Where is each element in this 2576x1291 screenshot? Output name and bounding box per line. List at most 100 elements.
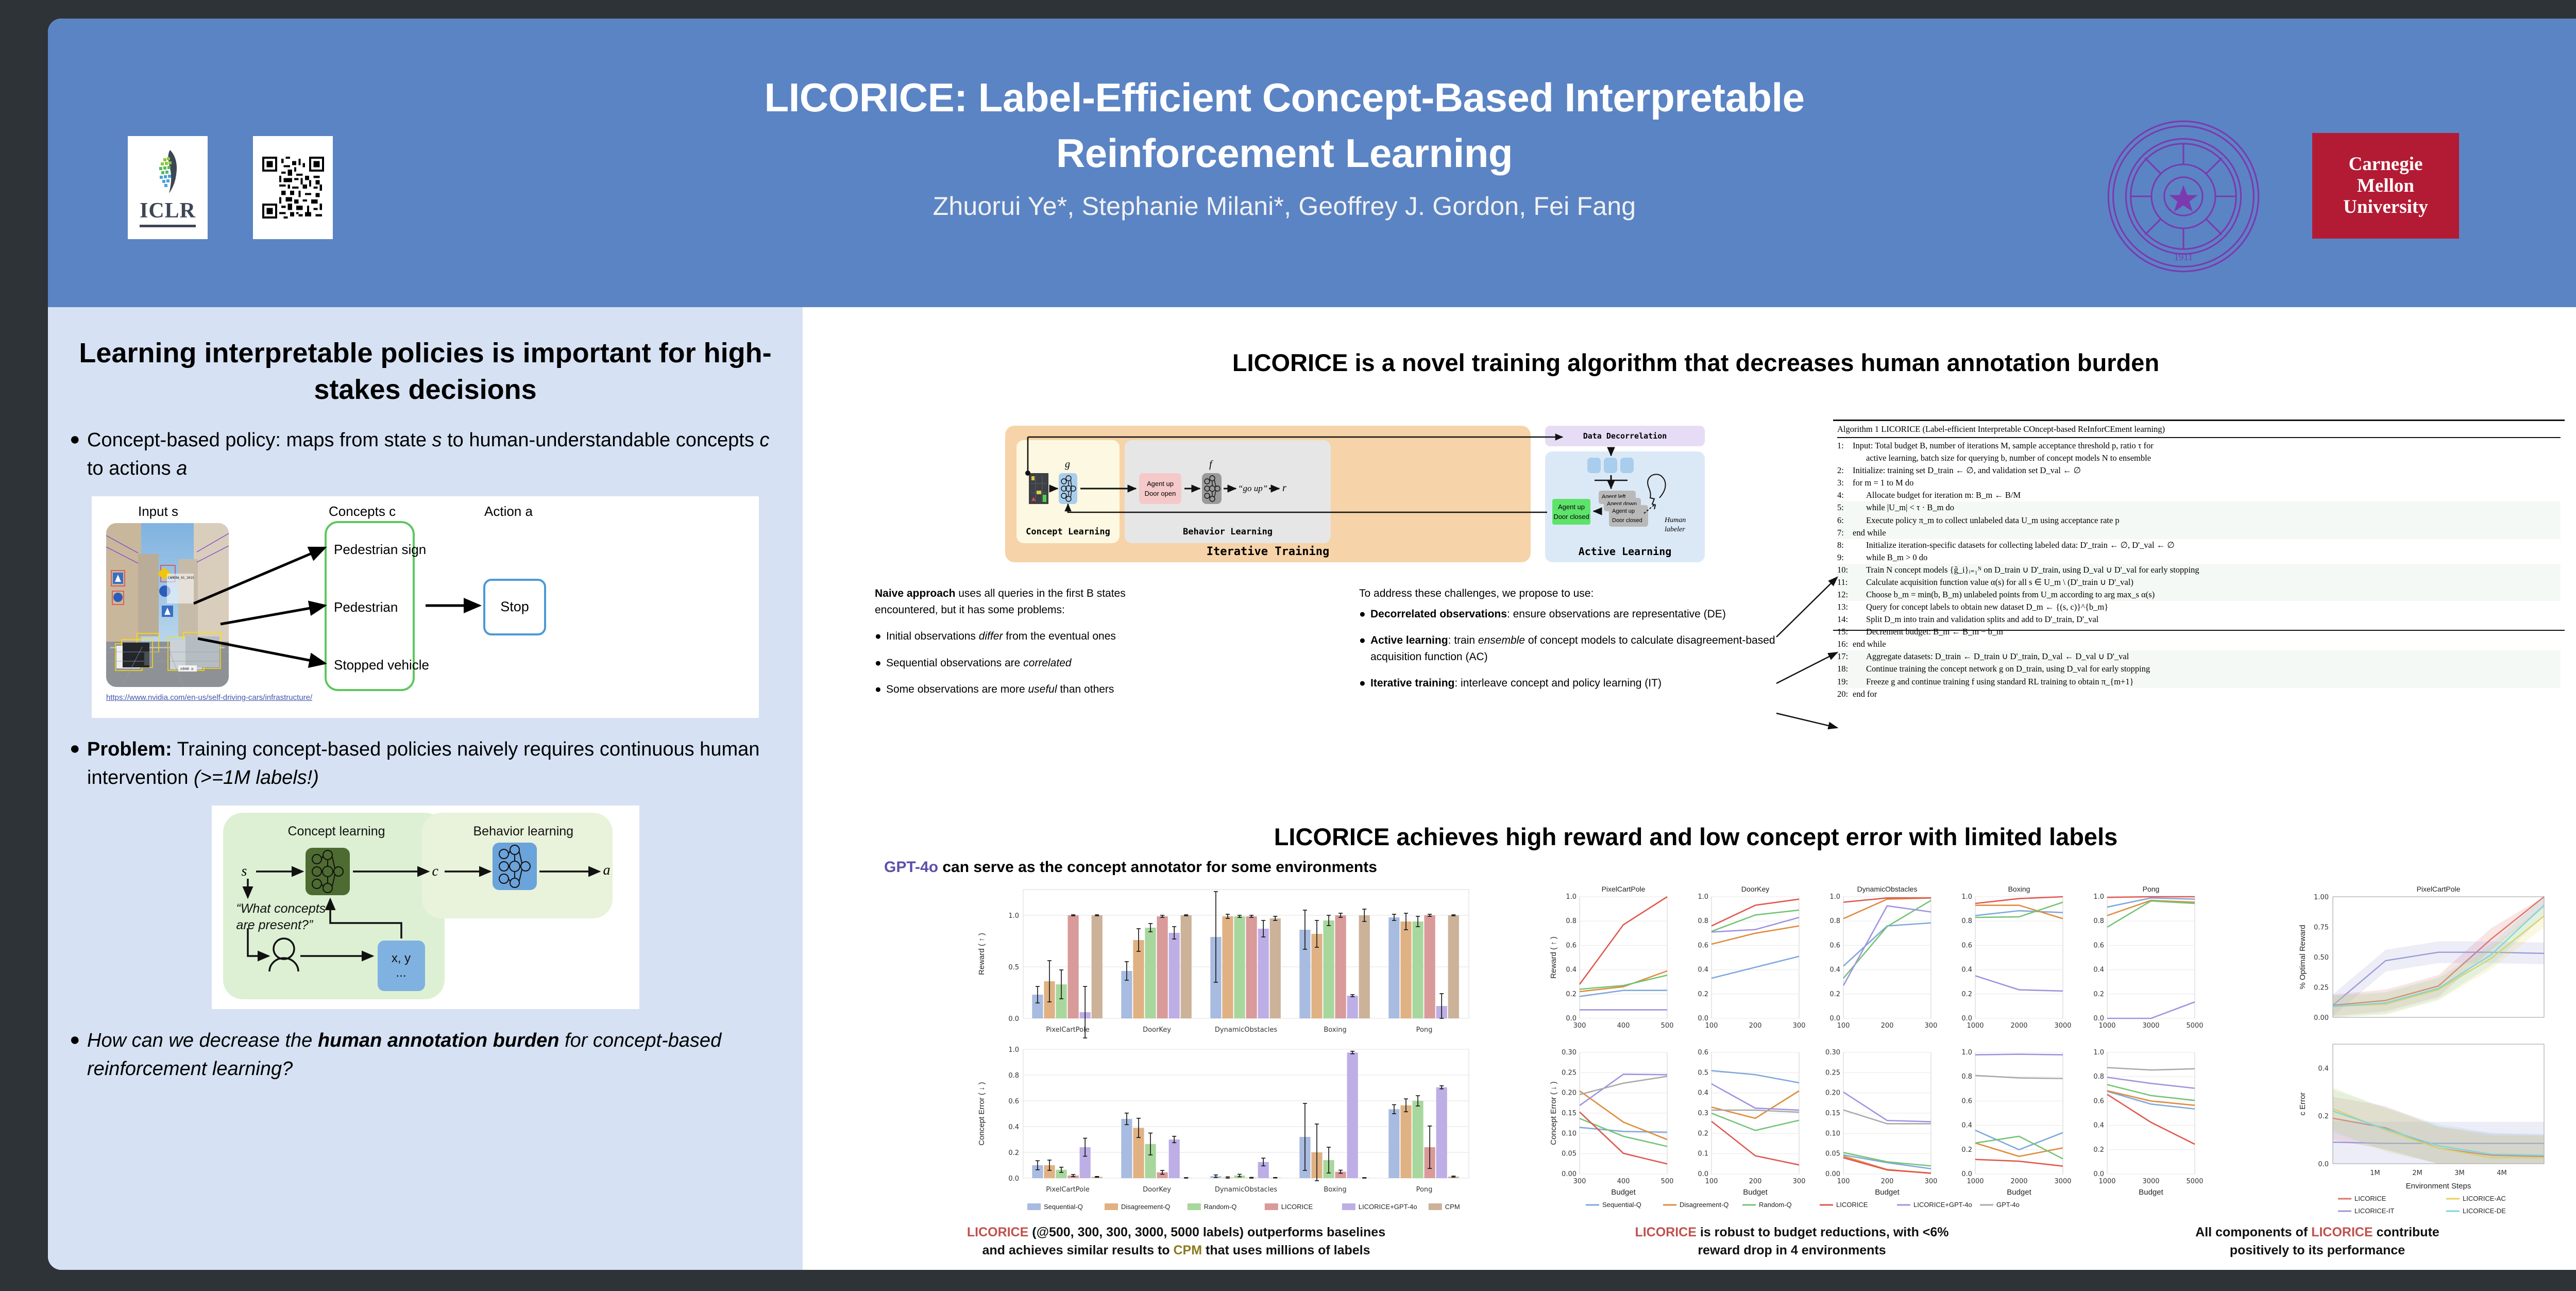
line-series	[1975, 1129, 2063, 1151]
concept-output-card: Agent up Door open	[1139, 473, 1181, 504]
bar	[1121, 971, 1132, 1018]
svg-text:1.0: 1.0	[2093, 893, 2104, 901]
svg-text:5000: 5000	[2186, 1022, 2203, 1030]
svg-text:Budget: Budget	[1743, 1188, 1768, 1197]
bullet-dot: ●	[70, 738, 80, 758]
svg-text:300: 300	[1925, 1022, 1938, 1030]
section2-title: LICORICE achieves high reward and low co…	[1274, 823, 2118, 850]
algorithm-line: 19:Freeze g and continue training f usin…	[1837, 675, 2561, 688]
svg-text:Disagreement-Q: Disagreement-Q	[1680, 1201, 1728, 1209]
svg-text:0.8: 0.8	[1961, 917, 1972, 925]
fig2-question-line1: “What concepts	[236, 901, 326, 916]
svg-text:0.2: 0.2	[2093, 1146, 2104, 1154]
concept-network-icon	[305, 847, 350, 895]
svg-text:0.0: 0.0	[2093, 1170, 2104, 1178]
svg-text:0.10: 0.10	[1562, 1130, 1577, 1137]
line-series	[2332, 1110, 2545, 1156]
line-series	[1711, 1120, 1800, 1166]
line-series	[1843, 899, 1931, 979]
algorithm-line: 4:Allocate budget for iteration m: B_m ←…	[1837, 490, 2021, 500]
svg-text:0.05: 0.05	[1825, 1150, 1840, 1158]
svg-text:2M: 2M	[2412, 1169, 2422, 1177]
bullet-problem: ● Problem: Training concept-based polici…	[70, 735, 781, 792]
proposed-solution-block: To address these challenges, we propose …	[1359, 585, 1792, 692]
line-series	[1711, 1109, 1800, 1113]
propose-item-2: ●Iterative training: interleave concept …	[1359, 677, 1662, 689]
svg-text:1.0: 1.0	[1008, 1046, 1019, 1054]
algorithm-header: Algorithm 1 LICORICE (Label-efficient In…	[1837, 423, 2561, 439]
human-labeler-line2: labeler	[1665, 526, 1685, 533]
bar	[1032, 995, 1043, 1018]
svg-text:LICORICE-DE: LICORICE-DE	[2463, 1207, 2506, 1215]
svg-text:0.25: 0.25	[1825, 1069, 1840, 1077]
line-series	[2107, 1067, 2195, 1071]
algorithm-line: 16:end while	[1837, 639, 1886, 649]
active-learning-caption: Active Learning	[1578, 545, 1672, 558]
line-series	[1843, 897, 1931, 903]
figure-source-link[interactable]: https://www.nvidia.com/en-us/self-drivin…	[106, 693, 313, 702]
propose-item-1: ●Active learning: train ensemble of conc…	[1359, 634, 1775, 663]
main-column: LICORICE is a novel training algorithm t…	[803, 307, 2576, 1270]
line-series	[1843, 1152, 1931, 1167]
fig2-arrows	[242, 866, 601, 971]
labels-xy: x, y	[391, 951, 411, 965]
svg-text:1.0: 1.0	[2093, 1049, 2104, 1057]
line-series	[1975, 896, 2063, 904]
algorithm-line: active learning, batch size for querying…	[1866, 453, 2151, 463]
svg-text:LICORICE-IT: LICORICE-IT	[2354, 1207, 2394, 1215]
algorithm-line: 3:for m = 1 to M do	[1837, 478, 1914, 488]
svg-text:0.4: 0.4	[2318, 1065, 2329, 1072]
svg-text:0.20: 0.20	[1825, 1089, 1840, 1097]
cmu-line3: University	[2343, 196, 2428, 218]
svg-text:LICORICE-AC: LICORICE-AC	[2463, 1195, 2506, 1202]
naive-approach-block: Naive approach uses all queries in the f…	[875, 585, 1184, 698]
svg-text:0.4: 0.4	[1961, 966, 1972, 974]
concept-agent-up: Agent up	[1146, 479, 1174, 488]
line-series	[1711, 1083, 1800, 1111]
caption-3-line2: positively to its performance	[2229, 1243, 2405, 1258]
line-series	[1843, 1157, 1931, 1174]
svg-text:1.0: 1.0	[1566, 893, 1577, 901]
line-series	[2107, 900, 2195, 928]
fig2-concept-symbol: c	[432, 863, 438, 879]
algorithm-box: Algorithm 1 LICORICE (Label-efficient In…	[1833, 420, 2565, 699]
bar	[1412, 921, 1423, 1018]
svg-text:0.5: 0.5	[1698, 1069, 1708, 1077]
algorithm-lines: 1:Input: Total budget B, number of itera…	[1837, 440, 2561, 700]
svg-text:LICORICE+GPT-4o: LICORICE+GPT-4o	[1359, 1203, 1417, 1211]
fig1-input-label: Input s	[138, 503, 179, 519]
svg-text:0.4: 0.4	[1829, 966, 1840, 974]
svg-text:DynamicObstacles: DynamicObstacles	[1215, 1026, 1277, 1034]
neural-net-glyph-icon	[311, 849, 344, 893]
svg-text:0.4: 0.4	[2093, 966, 2104, 974]
svg-text:% Optimal Reward: % Optimal Reward	[2298, 925, 2307, 989]
qr-code[interactable]	[253, 136, 333, 239]
fig1-action-box: Stop	[483, 578, 546, 635]
cmu-line1: Carnegie	[2348, 154, 2423, 175]
svg-text:0.4: 0.4	[1698, 1089, 1708, 1097]
naive-item-0: ●Initial observations differ from the ev…	[875, 630, 1116, 642]
line-series	[1711, 1070, 1800, 1084]
fig2-action-symbol: a	[603, 862, 611, 878]
data-decorrelation-box: Data Decorrelation	[1545, 426, 1705, 446]
algorithm-line: 14:Split D_m into train and validation s…	[1837, 614, 2099, 625]
left-column: Learning interpretable policies is impor…	[48, 307, 803, 1270]
page-title: LICORICE: Label-Efficient Concept-Based …	[512, 70, 2057, 181]
svg-text:200: 200	[1749, 1178, 1762, 1185]
bar	[1258, 1162, 1269, 1178]
pipeline-diagram: Data Decorrelation	[1005, 426, 1819, 562]
svg-text:Environment Steps: Environment Steps	[2406, 1182, 2471, 1191]
svg-text:DynamicObstacles: DynamicObstacles	[1215, 1186, 1277, 1194]
algorithm-line: 8:Initialize iteration-specific datasets…	[1837, 540, 2175, 550]
bar	[1359, 915, 1370, 1018]
svg-text:0.2: 0.2	[1566, 991, 1577, 998]
svg-text:PixelCartPole: PixelCartPole	[1046, 1026, 1090, 1034]
svg-text:0.2: 0.2	[1829, 991, 1840, 998]
bar	[1121, 1119, 1132, 1178]
svg-text:DoorKey: DoorKey	[1143, 1186, 1171, 1194]
svg-text:300: 300	[1573, 1178, 1586, 1185]
line-series	[2332, 951, 2545, 1006]
line-series	[1711, 925, 1800, 945]
caption-2-line1: LICORICE is robust to budget reductions,…	[1635, 1225, 1949, 1239]
